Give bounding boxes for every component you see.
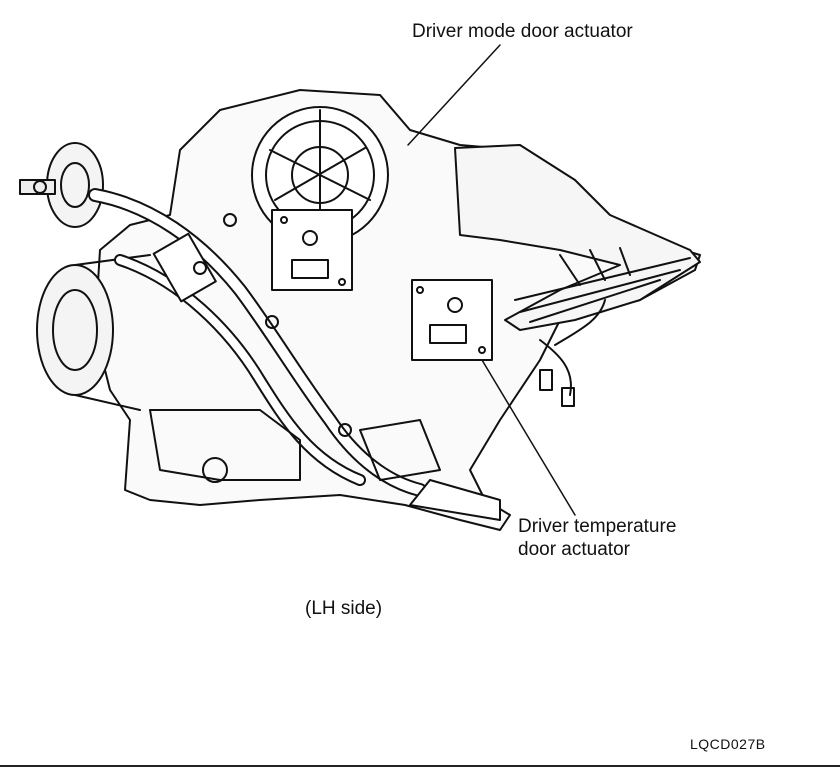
- figure-code: LQCD027B: [690, 736, 766, 752]
- side-caption: (LH side): [305, 598, 383, 619]
- temp-actuator-label: Driver temperature door actuator: [518, 515, 676, 561]
- outlet-duct: [454, 144, 701, 331]
- temperature-door-actuator: [411, 279, 493, 361]
- mode-actuator-label: Driver mode door actuator: [412, 21, 633, 42]
- temp-actuator-label-line1: Driver temperature: [518, 516, 677, 537]
- bottom-rule: [0, 765, 840, 767]
- temp-actuator-label-line2: door actuator: [518, 539, 630, 560]
- mode-actuator-leader: [407, 44, 501, 146]
- temp-actuator-leader: [481, 359, 576, 516]
- mode-door-actuator: [271, 209, 353, 291]
- hose-clamp: [152, 232, 217, 303]
- left-lower-duct: [36, 264, 114, 396]
